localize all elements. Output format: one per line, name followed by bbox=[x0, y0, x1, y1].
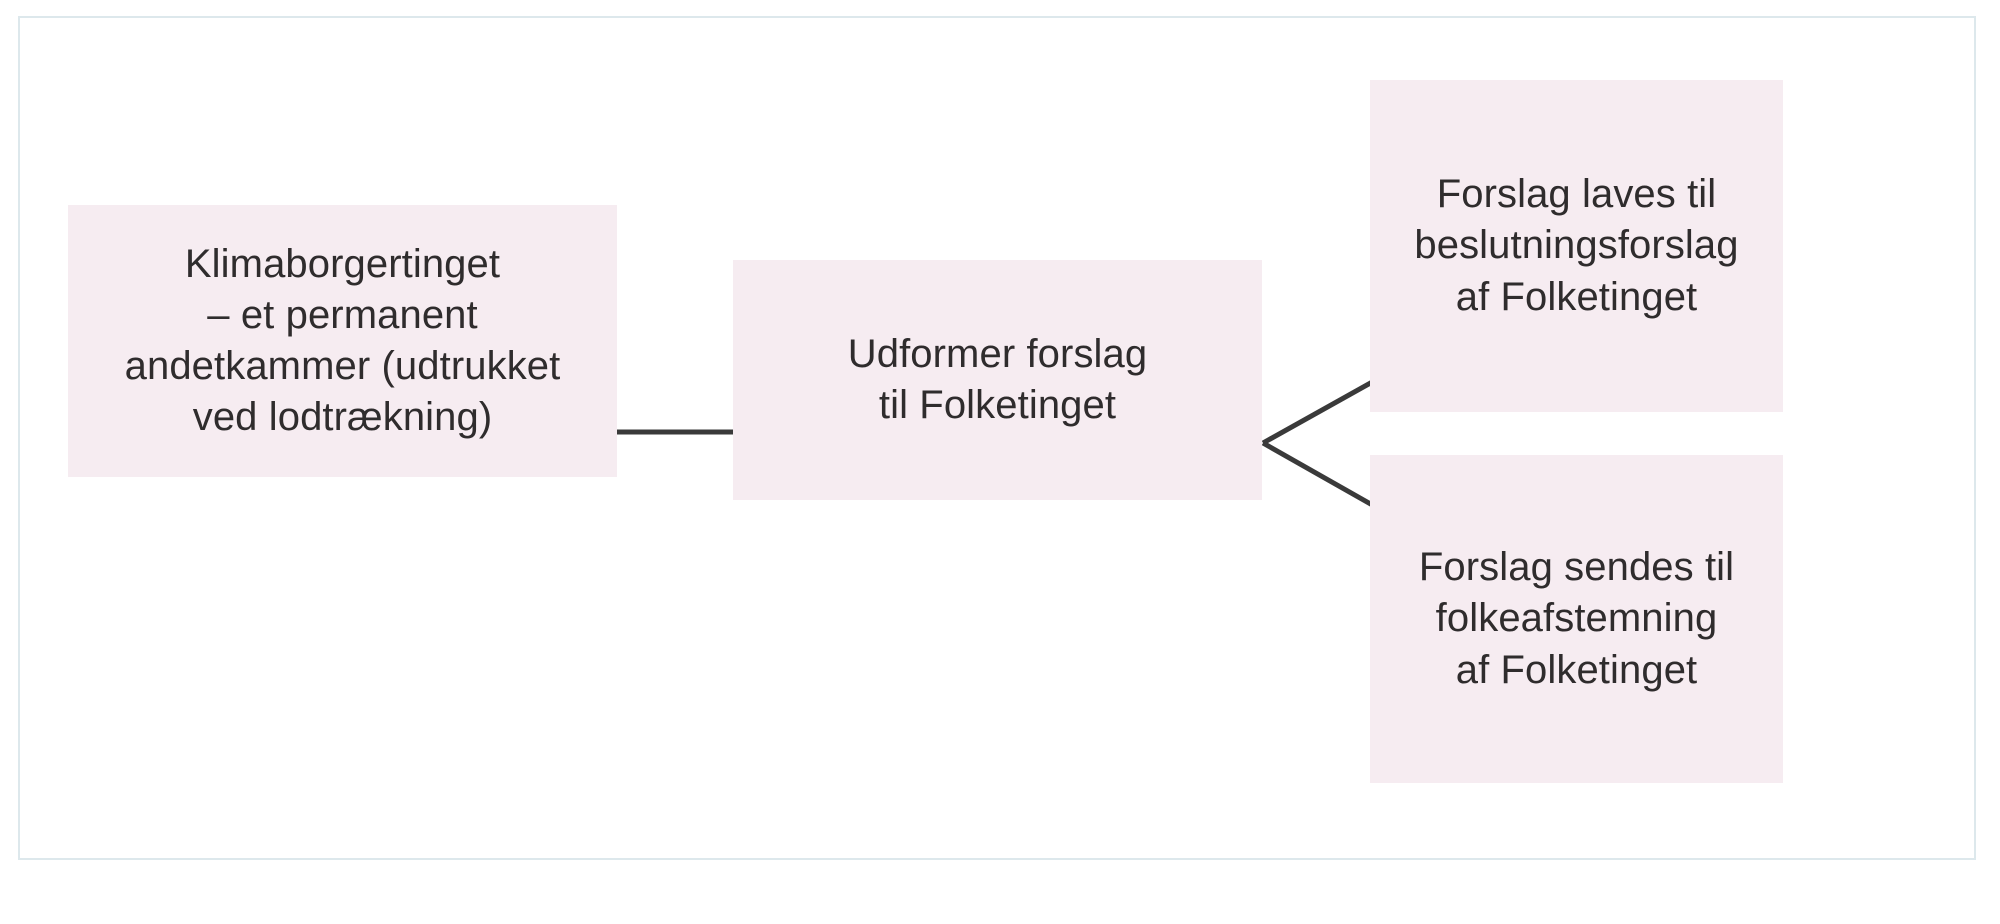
node-resolution-proposal: Forslag laves til beslutningsforslag af … bbox=[1370, 80, 1783, 412]
node-drafts-proposal-label: Udformer forslag til Folketinget bbox=[847, 331, 1148, 427]
node-referendum-label: Forslag sendes til folkeafstemning af Fo… bbox=[1418, 545, 1735, 692]
node-drafts-proposal: Udformer forslag til Folketinget bbox=[733, 260, 1262, 500]
node-resolution-proposal-label: Forslag laves til beslutningsforslag af … bbox=[1414, 172, 1739, 319]
node-citizens-assembly-label: Klimaborgertinget – et permanent andetka… bbox=[124, 241, 561, 440]
node-referendum: Forslag sendes til folkeafstemning af Fo… bbox=[1370, 455, 1783, 783]
node-citizens-assembly: Klimaborgertinget – et permanent andetka… bbox=[68, 205, 617, 477]
